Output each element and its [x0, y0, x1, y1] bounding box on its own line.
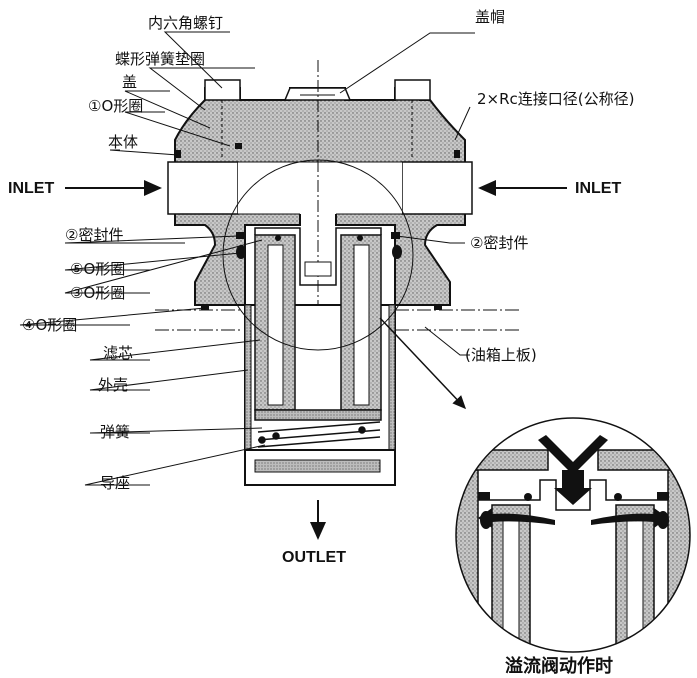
label-oring-1: ①O形圈 — [88, 97, 143, 115]
overflow-flow-arrow-left — [478, 508, 555, 528]
label-cap-nut: 盖帽 — [475, 8, 505, 26]
label-cover: 盖 — [122, 73, 137, 91]
overflow-flow-arrow-top — [538, 435, 608, 475]
label-inlet-right: INLET — [575, 180, 621, 197]
label-port: 2×Rc连接口径(公称径) — [477, 90, 635, 108]
text-labels: 内六角螺钉 盖帽 蝶形弹簧垫圈 盖 ①O形圈 2×Rc连接口径(公称径) 本体 … — [8, 8, 635, 677]
label-seal-2-right: ②密封件 — [470, 234, 528, 252]
detail-pointer-arrow — [379, 317, 467, 410]
seal-2-left-mark — [236, 232, 245, 239]
label-tank-top: (油箱上板) — [465, 346, 537, 364]
inlet-bore-left — [167, 161, 239, 215]
label-filter-element: 滤芯 — [103, 344, 133, 362]
label-outlet: OUTLET — [282, 549, 346, 566]
oring-4-mark — [201, 304, 209, 310]
label-spring: 弹簧 — [100, 423, 130, 441]
label-disc-spring-washer: 蝶形弹簧垫圈 — [115, 50, 205, 68]
seal-2-right-mark — [391, 232, 400, 239]
hex-bolt-head-left — [204, 79, 241, 101]
cap-nut — [283, 87, 352, 101]
label-seal-2-left: ②密封件 — [65, 226, 123, 244]
label-hex-bolt: 内六角螺钉 — [148, 14, 223, 32]
detail-view — [455, 417, 691, 653]
inlet-bore-right — [401, 161, 473, 215]
leader-lines — [19, 31, 475, 486]
element-bottom-plate — [254, 409, 382, 421]
label-oring-4: ④O形圈 — [22, 316, 77, 334]
main-section — [155, 60, 520, 486]
overflow-flow-arrow-right — [591, 508, 668, 528]
overflow-flow-arrow-down — [554, 470, 592, 505]
hex-bolt-head-right — [394, 79, 431, 101]
label-body: 本体 — [108, 133, 138, 151]
label-oring-5: ⑤O形圈 — [70, 260, 125, 278]
label-housing: 外壳 — [98, 376, 128, 394]
label-inlet-left: INLET — [8, 180, 54, 197]
label-oring-3: ③O形圈 — [70, 284, 125, 302]
label-guide-seat: 导座 — [100, 474, 130, 492]
oring-5-mark — [236, 245, 246, 259]
spring-coil — [257, 421, 381, 448]
detail-caption: 溢流阀动作时 — [505, 655, 613, 677]
oring-1-mark — [175, 150, 181, 158]
